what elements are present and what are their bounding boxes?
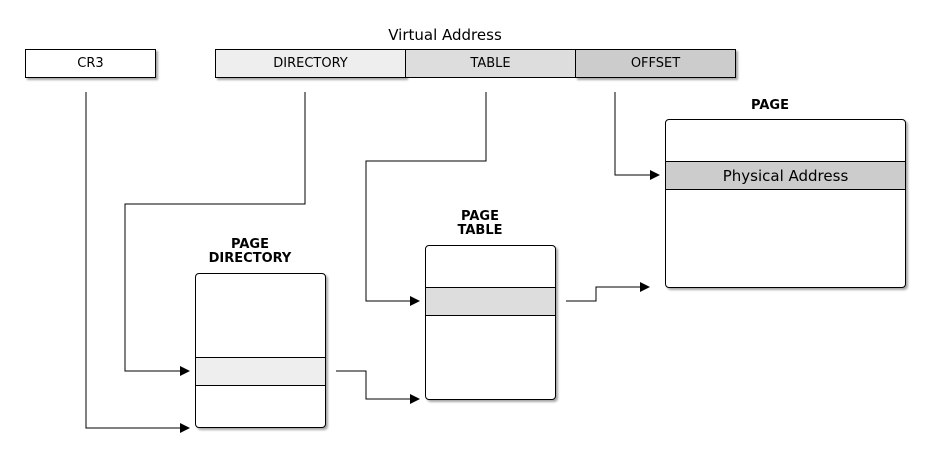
page-directory-title-line2: DIRECTORY: [208, 251, 292, 266]
diagram-title: Virtual Address: [388, 26, 502, 44]
offset-arrow: [614, 92, 660, 180]
cr3-arrow: [85, 92, 190, 433]
page-table-title-line2: TABLE: [457, 223, 503, 238]
page-directory-table: [195, 273, 326, 428]
cr3-register: CR3: [25, 49, 156, 78]
page-table: Physical Address: [665, 119, 906, 288]
cr3-label: CR3: [77, 56, 104, 71]
va-offset-field: OFFSET: [575, 49, 736, 78]
page-entry: Physical Address: [666, 161, 905, 190]
va-table-label: TABLE: [470, 56, 511, 71]
page-table-title-line1: PAGE: [461, 209, 499, 224]
page-table-table: [425, 245, 556, 400]
page-table-entry: [426, 287, 555, 316]
page-directory-title-line1: PAGE: [231, 237, 269, 252]
va-directory-label: DIRECTORY: [273, 56, 348, 71]
page-directory-title: PAGE DIRECTORY: [195, 238, 305, 266]
table-arrow: [365, 92, 487, 306]
table-to-page-arrow: [566, 282, 650, 302]
page-directory-entry: [196, 357, 325, 386]
directory-to-table-arrow: [336, 370, 420, 404]
va-offset-label: OFFSET: [630, 56, 681, 71]
va-table-field: TABLE: [405, 49, 576, 78]
directory-arrow: [124, 92, 306, 376]
page-title: PAGE: [751, 98, 789, 113]
page-table-title: PAGE TABLE: [425, 210, 535, 238]
physical-address-label: Physical Address: [722, 166, 849, 185]
